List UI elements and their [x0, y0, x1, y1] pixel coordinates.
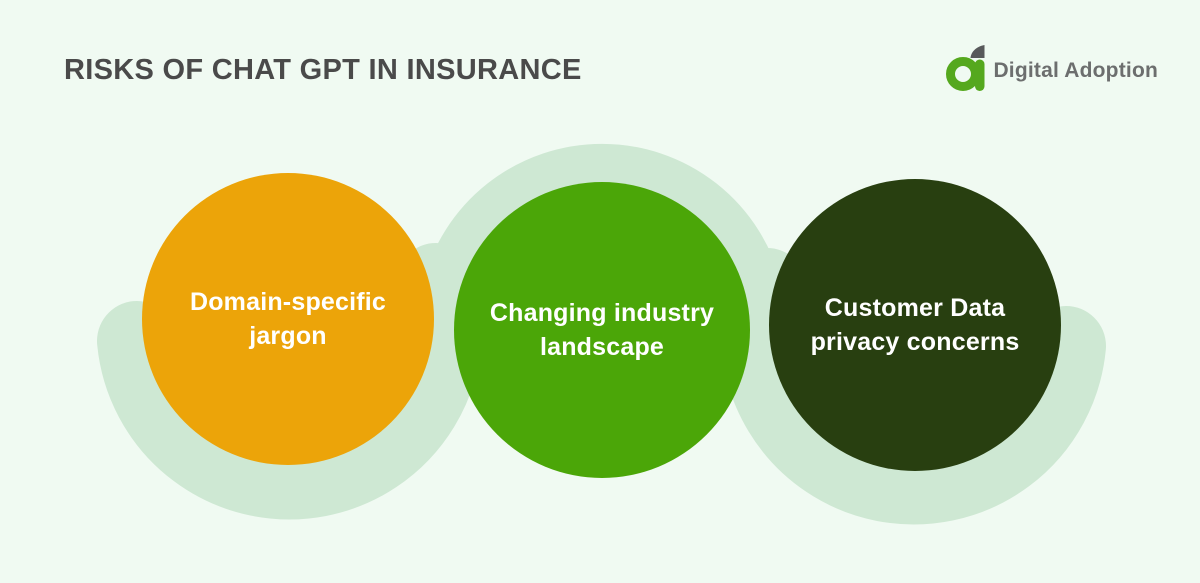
- risk-circle-data-privacy: Customer Data privacy concerns: [769, 179, 1061, 471]
- risk-circle-label: Customer Data privacy concerns: [810, 294, 1020, 356]
- risk-circle-label: Domain-specific jargon: [189, 288, 387, 350]
- logo-a-stem: [975, 59, 985, 91]
- brand-name: Digital Adoption: [993, 58, 1158, 82]
- logo-leaf-icon: [970, 45, 985, 58]
- risk-circle-domain-jargon: Domain-specific jargon: [142, 173, 434, 465]
- brand-logo: Digital Adoption: [946, 45, 1158, 91]
- risk-circle-label: Changing industry landscape: [489, 299, 715, 361]
- ribbon-arc-left: [97, 243, 483, 520]
- ribbon-arc-right: [720, 248, 1106, 525]
- logo-a-ring: [946, 57, 981, 91]
- risk-circle-industry-landscape: Changing industry landscape: [454, 182, 750, 478]
- page-title: RISKS OF CHAT GPT IN INSURANCE: [64, 54, 582, 86]
- digital-adoption-logo-icon: [946, 45, 985, 91]
